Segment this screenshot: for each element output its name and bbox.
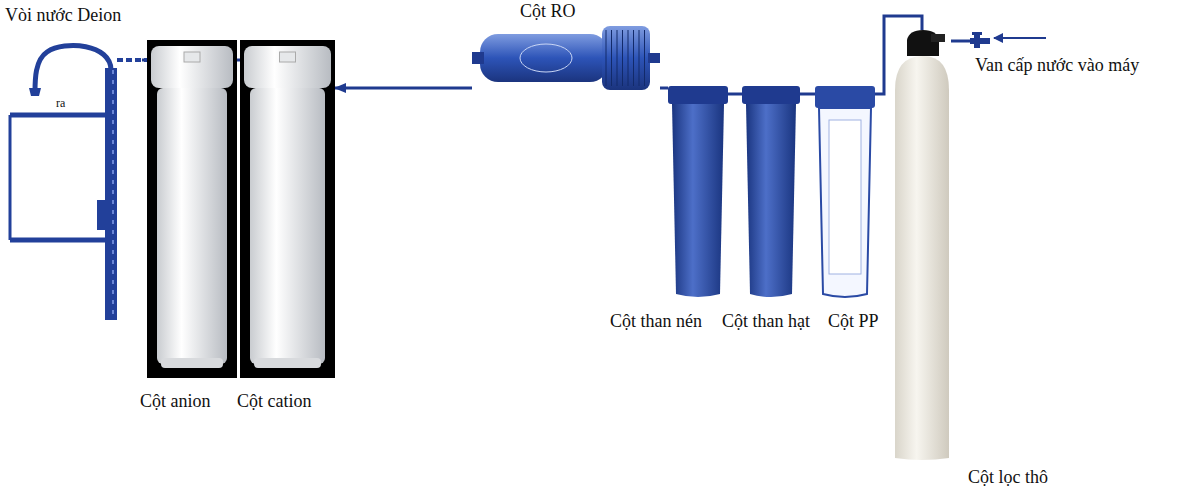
column-label: Cột PP bbox=[828, 310, 879, 332]
water-pipe bbox=[728, 93, 742, 96]
compressed-carbon-column-art bbox=[668, 86, 728, 300]
ro-column-art bbox=[472, 22, 660, 94]
column-label: Cột lọc thô bbox=[968, 466, 1048, 488]
granular-carbon-column-art bbox=[742, 86, 800, 300]
water-pipe bbox=[660, 87, 668, 90]
coarse-filter-tank: Cột lọc thô bbox=[893, 30, 951, 462]
column-label: Cột RO bbox=[520, 0, 576, 22]
inlet-arrow bbox=[994, 37, 1046, 39]
column-label: Cột cation bbox=[237, 390, 312, 412]
compressed-carbon-column: Cột than nén bbox=[668, 86, 728, 300]
column-label: Cột than hạt bbox=[722, 310, 810, 332]
pp-column: Cột PP bbox=[815, 86, 875, 300]
ro-column: Cột RO bbox=[472, 22, 660, 94]
faucet-art bbox=[5, 30, 142, 292]
water-pipe bbox=[800, 93, 815, 96]
faucet: Vòi nước Deion bbox=[5, 30, 142, 292]
coarse-filter-tank-art bbox=[893, 30, 951, 462]
cation-column-art bbox=[240, 40, 335, 378]
column-label: Cột than nén bbox=[610, 310, 702, 332]
column-label: Van cấp nước vào máy bbox=[975, 54, 1139, 76]
column-label: Cột anion bbox=[140, 390, 211, 412]
water-pipe bbox=[951, 40, 970, 43]
cation-column: Cột cation bbox=[240, 40, 335, 378]
pipe-label: ra bbox=[54, 96, 67, 111]
inlet-valve: Van cấp nước vào máy bbox=[970, 32, 990, 50]
anion-column-art bbox=[147, 40, 237, 378]
water-pipe bbox=[237, 59, 240, 62]
water-pipe bbox=[335, 87, 472, 90]
inlet-valve-art bbox=[970, 32, 990, 50]
granular-carbon-column: Cột than hạt bbox=[742, 86, 800, 300]
anion-column: Cột anion bbox=[147, 40, 237, 378]
pp-column-art bbox=[815, 86, 875, 300]
column-label: Vòi nước Deion bbox=[5, 4, 121, 26]
